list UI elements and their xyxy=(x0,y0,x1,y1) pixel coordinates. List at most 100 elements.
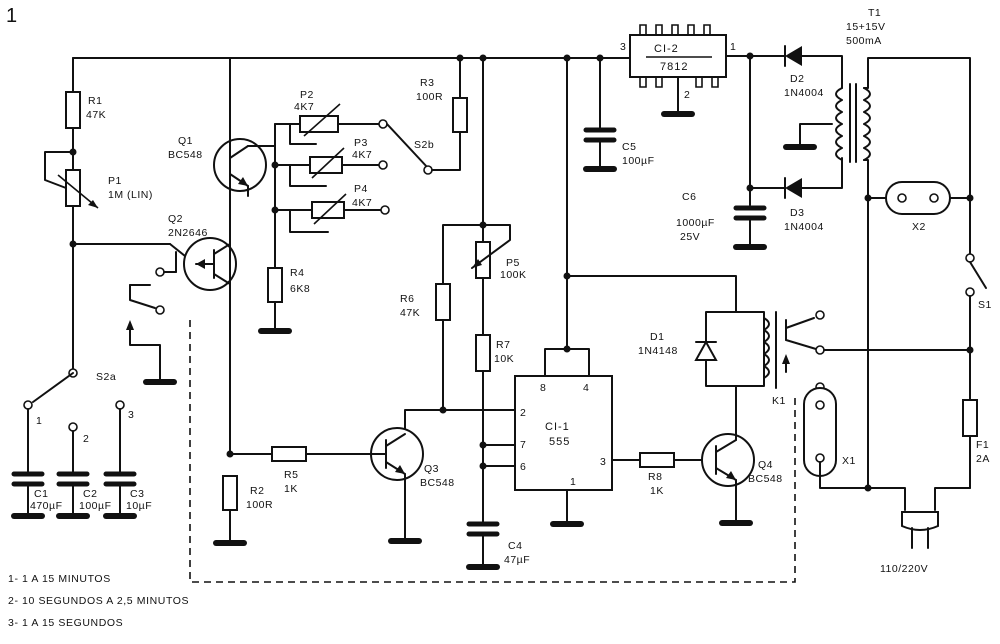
ci2-pin1: 1 xyxy=(730,41,736,53)
d3-label: D3 xyxy=(790,207,804,219)
q2-value: 2N2646 xyxy=(168,227,208,239)
ci2-label: CI-2 xyxy=(654,43,679,55)
q2-ujt: Q2 2N2646 xyxy=(72,213,237,291)
c5-label: C5 xyxy=(622,141,636,153)
ci1-pin8: 8 xyxy=(540,382,546,394)
ci2-regulator: CI-2 7812 3 1 2 xyxy=(620,24,786,117)
pos-3: 3 xyxy=(128,409,134,421)
c5-capacitor: C5 100µF xyxy=(583,54,654,172)
p5-value: 100K xyxy=(500,269,527,281)
figure-number: 1 xyxy=(6,5,17,27)
r1-value: 47K xyxy=(86,109,106,121)
q3-value: BC548 xyxy=(420,477,455,489)
r8-resistor: R8 1K xyxy=(639,452,711,497)
q3-transistor: Q3 BC548 xyxy=(370,409,516,544)
q4-value: BC548 xyxy=(748,473,783,485)
c6-value: 1000µF xyxy=(676,217,715,229)
q1-label: Q1 xyxy=(178,135,193,147)
r7-value: 10K xyxy=(494,353,514,365)
r4-label: R4 xyxy=(290,267,304,279)
s2b-switch: S2b xyxy=(386,123,461,175)
x2-outlet: X2 xyxy=(867,181,971,233)
mains-plug: 110/220V xyxy=(867,487,971,575)
pos-1: 1 xyxy=(36,415,42,427)
p5-potentiometer: P5 100K xyxy=(471,54,527,336)
c2-label: C2 xyxy=(83,488,97,500)
ci1-pin4: 4 xyxy=(583,382,589,394)
mains-label: 110/220V xyxy=(880,563,928,575)
r4-resistor: R4 6K8 xyxy=(258,267,310,334)
ci1-label: CI-1 xyxy=(545,421,570,433)
p3-label: P3 xyxy=(354,137,368,149)
reset-contacts xyxy=(126,251,177,385)
r7-label: R7 xyxy=(496,339,510,351)
c4-value: 47µF xyxy=(504,554,530,566)
s2a-label: S2a xyxy=(96,371,116,383)
r5-value: 1K xyxy=(284,483,298,495)
d3-value: 1N4004 xyxy=(784,221,824,233)
p5-label: P5 xyxy=(506,257,520,269)
c1-capacitor: C1 470µF xyxy=(11,471,62,519)
c2-value: 100µF xyxy=(79,500,111,512)
c6-capacitor: C6 1000µF 25V xyxy=(676,52,767,250)
ci1-pin6: 6 xyxy=(520,461,526,473)
r8-value: 1K xyxy=(650,485,664,497)
r6-label: R6 xyxy=(400,293,414,305)
ci2-pin3: 3 xyxy=(620,41,626,53)
p2-label: P2 xyxy=(300,89,314,101)
d1-value: 1N4148 xyxy=(638,345,678,357)
c6-voltage: 25V xyxy=(680,231,700,243)
t1-current: 500mA xyxy=(846,35,882,47)
d1-label: D1 xyxy=(650,331,664,343)
r1-resistor: R1 47K xyxy=(65,91,106,171)
r7-resistor: R7 10K xyxy=(475,334,514,523)
p1-value: 1M (LIN) xyxy=(108,189,153,201)
k1-label: K1 xyxy=(772,395,786,407)
c5-value: 100µF xyxy=(622,155,654,167)
r6-value: 47K xyxy=(400,307,420,319)
switch-linkage xyxy=(189,320,796,583)
ci1-555: 8 4 2 7 6 3 1 CI-1 555 xyxy=(482,54,641,527)
c3-label: C3 xyxy=(130,488,144,500)
supply-rail xyxy=(72,57,631,93)
p1-label: P1 xyxy=(108,175,122,187)
ci1-pin2: 2 xyxy=(520,407,526,419)
r3-resistor: R3 100R xyxy=(416,54,468,133)
f1-fuse: F1 2A xyxy=(962,399,990,489)
t1-transformer: T1 15+15V 500mA xyxy=(783,7,974,492)
ci1-pin1: 1 xyxy=(570,476,576,488)
q4-label: Q4 xyxy=(758,459,773,471)
t1-value: 15+15V xyxy=(846,21,886,33)
q1-value: BC548 xyxy=(168,149,203,161)
f1-label: F1 xyxy=(976,439,989,451)
q2-label: Q2 xyxy=(168,213,183,225)
k1-relay: D1 1N4148 K1 xyxy=(566,275,974,407)
c4-label: C4 xyxy=(508,540,522,552)
r8-label: R8 xyxy=(648,471,662,483)
r5-label: R5 xyxy=(284,469,298,481)
ci2-value: 7812 xyxy=(660,61,688,73)
ci1-pin7: 7 xyxy=(520,439,526,451)
r5-resistor: R5 1K xyxy=(226,446,387,495)
note-1: 1- 1 A 15 MINUTOS xyxy=(8,573,111,585)
d3-diode: D3 1N4004 xyxy=(746,157,843,233)
c2-capacitor: C2 100µF xyxy=(56,471,111,519)
pos-2: 2 xyxy=(83,433,89,445)
p4-label: P4 xyxy=(354,183,368,195)
p4-value: 4K7 xyxy=(352,197,372,209)
s1-switch: S1 xyxy=(965,197,992,401)
q1-transistor: Q1 BC548 xyxy=(168,57,276,456)
c6-label: C6 xyxy=(682,191,696,203)
pot-bank: P2 4K7 P3 4K7 P4 4K7 xyxy=(271,89,390,269)
f1-value: 2A xyxy=(976,453,990,465)
p2-value: 4K7 xyxy=(294,101,314,113)
r2-label: R2 xyxy=(250,485,264,497)
c3-value: 10µF xyxy=(126,500,152,512)
r2-value: 100R xyxy=(246,499,273,511)
ci1-value: 555 xyxy=(549,436,570,448)
q4-transistor: Q4 BC548 xyxy=(701,385,783,526)
note-2: 2- 10 SEGUNDOS A 2,5 MINUTOS xyxy=(8,595,189,607)
s1-label: S1 xyxy=(978,299,992,311)
p1-potentiometer: P1 1M (LIN) xyxy=(44,148,153,371)
